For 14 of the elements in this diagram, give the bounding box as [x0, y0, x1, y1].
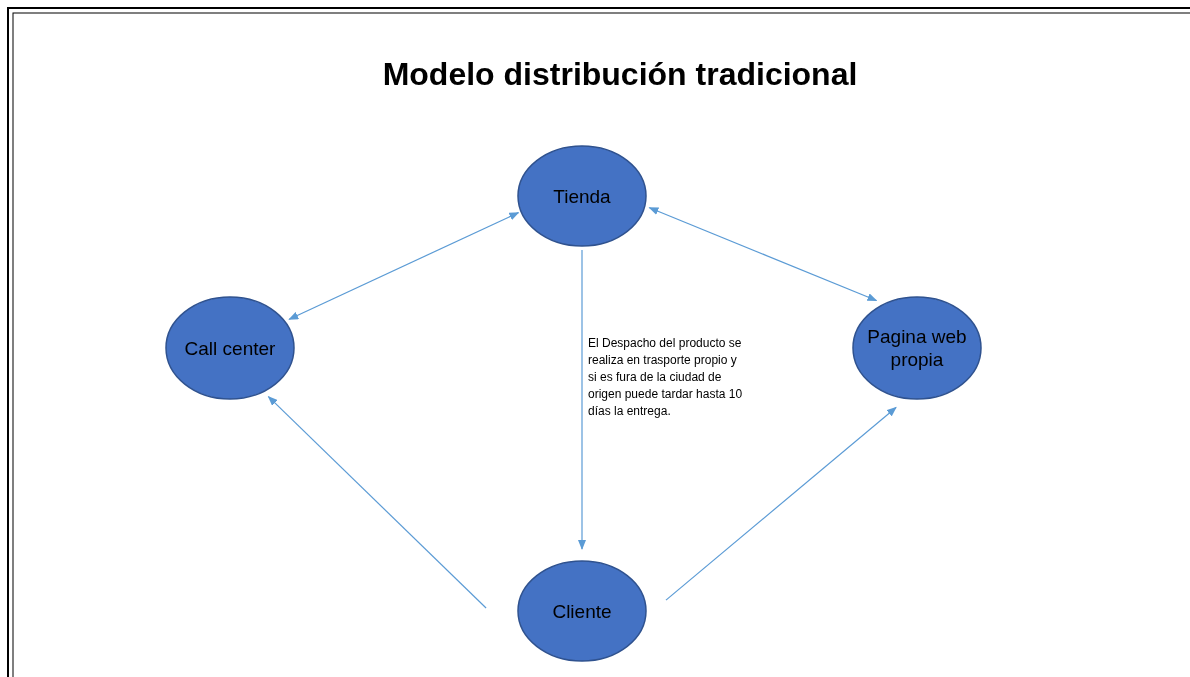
diagram-title: Modelo distribución tradicional	[381, 56, 859, 93]
node-label: Cliente	[551, 599, 613, 623]
ellipse-node	[852, 296, 982, 400]
node-label: Pagina web propia	[866, 325, 968, 371]
arrow	[578, 249, 586, 550]
arrow	[267, 395, 487, 609]
ellipse-node	[517, 145, 647, 247]
ellipse-node	[165, 296, 295, 400]
arrow	[288, 212, 520, 320]
ellipse-node	[517, 560, 647, 662]
arrow	[665, 406, 897, 601]
node-label: Tienda	[552, 184, 612, 208]
arrow	[648, 207, 878, 302]
node-label: Call center	[183, 336, 277, 360]
